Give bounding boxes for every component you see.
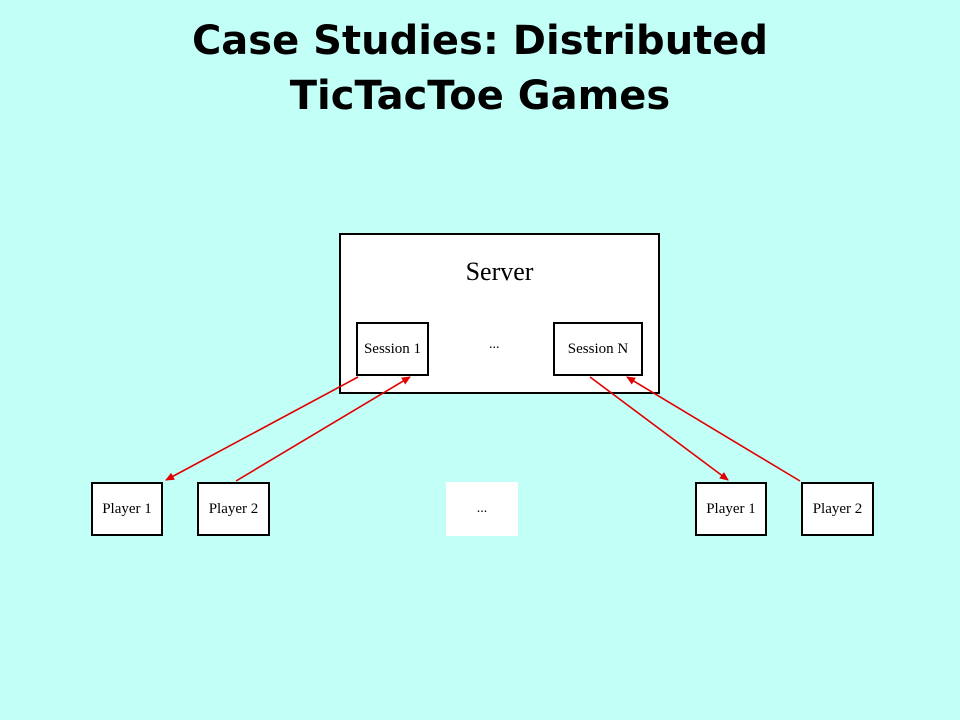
slide-title-line-1: Case Studies: Distributed [191, 18, 769, 64]
server-ellipsis: ... [489, 337, 500, 352]
middle-ellipsis: ... [476, 501, 488, 516]
player-2-box-left: Player 2 [197, 482, 270, 536]
player-1-box-left: Player 1 [91, 482, 163, 536]
player-2-label-left: Player 2 [208, 500, 259, 517]
player-1-box-right: Player 1 [695, 482, 767, 536]
player-1-label-left: Player 1 [102, 500, 152, 517]
player-2-label-right: Player 2 [812, 500, 863, 517]
slide-title-line-2: TicTacToe Games [289, 73, 671, 119]
server-label: Server [465, 257, 534, 286]
arrow-session-1-to-player-1 [165, 376, 359, 481]
session-n-box: Session N [553, 322, 643, 376]
slide-title: Case Studies: Distributed TicTacToe Game… [0, 14, 960, 124]
session-1-label: Session 1 [363, 340, 422, 357]
player-1-label-right: Player 1 [706, 500, 756, 517]
session-n-label: Session N [567, 340, 629, 357]
session-1-box: Session 1 [356, 322, 429, 376]
player-2-box-right: Player 2 [801, 482, 874, 536]
middle-ellipsis-box: ... [446, 482, 518, 536]
